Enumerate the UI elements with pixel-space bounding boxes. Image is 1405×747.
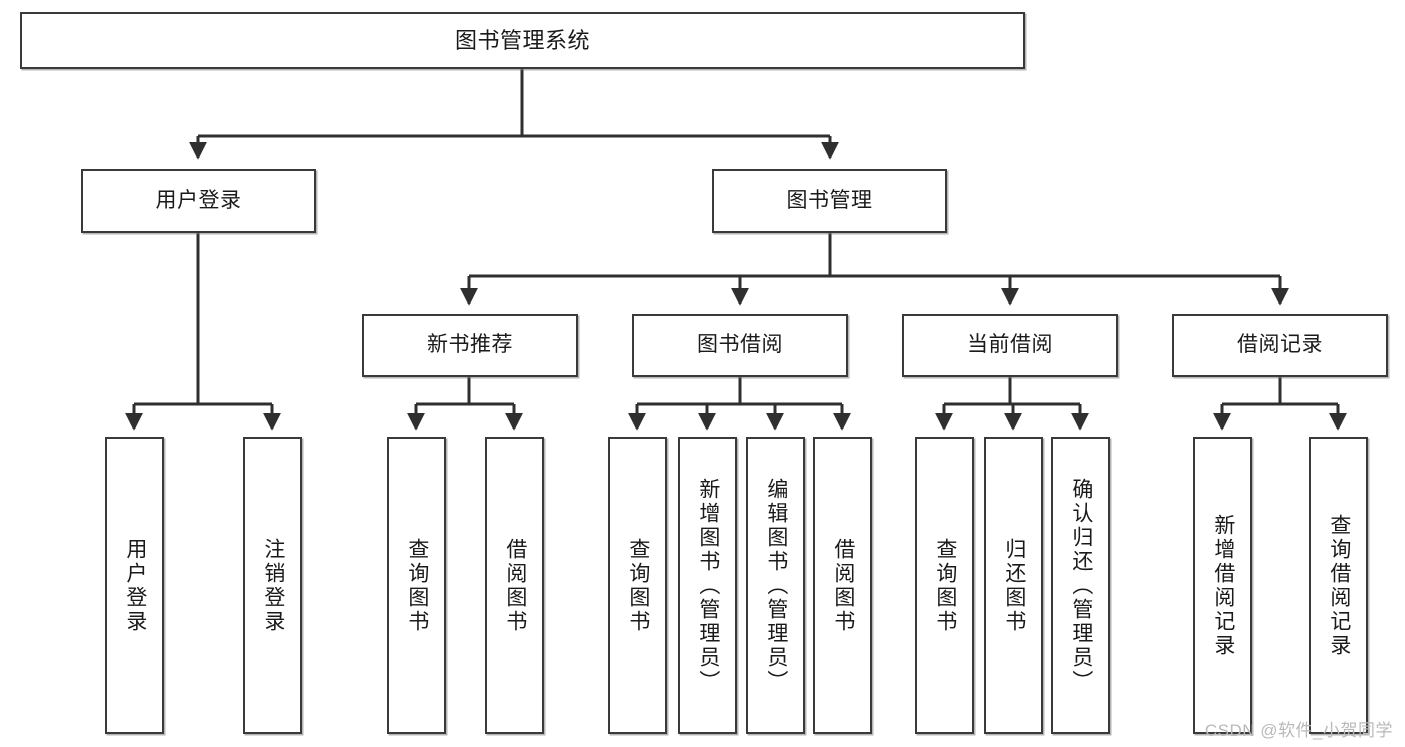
leaf-return-book[interactable]: 归还图书 <box>984 437 1043 734</box>
leaf-query-book-3[interactable]: 查询图书 <box>915 437 974 734</box>
leaf-edit-book[interactable]: 编辑图书（管理员） <box>746 437 805 734</box>
leaf-add-record[interactable]: 新增借阅记录 <box>1193 437 1252 734</box>
node-user-login[interactable]: 用户登录 <box>81 169 316 233</box>
node-label: 借阅图书 <box>503 537 527 634</box>
leaf-borrow-book-2[interactable]: 借阅图书 <box>813 437 872 734</box>
node-label: 注销登录 <box>261 537 285 634</box>
node-new-book-recommend[interactable]: 新书推荐 <box>362 314 578 377</box>
node-label: 借阅记录 <box>1237 333 1323 357</box>
node-borrow-record[interactable]: 借阅记录 <box>1172 314 1388 377</box>
node-label: 查询图书 <box>626 537 650 634</box>
node-label: 用户登录 <box>155 188 242 212</box>
leaf-add-book[interactable]: 新增图书（管理员） <box>678 437 737 734</box>
node-current-borrow[interactable]: 当前借阅 <box>902 314 1118 377</box>
node-root-book-management-system[interactable]: 图书管理系统 <box>20 12 1025 69</box>
node-label: 归还图书 <box>1002 537 1026 634</box>
csdn-watermark: CSDN @软件_小贺同学 <box>1204 721 1393 740</box>
node-label: 编辑图书（管理员） <box>764 477 788 694</box>
node-label: 用户登录 <box>123 537 147 634</box>
node-label: 新增借阅记录 <box>1211 513 1235 658</box>
node-label: 确认归还（管理员） <box>1069 477 1093 694</box>
node-label: 新增图书（管理员） <box>696 477 720 694</box>
node-label: 当前借阅 <box>967 333 1053 357</box>
node-label: 新书推荐 <box>427 333 513 357</box>
leaf-logout-login[interactable]: 注销登录 <box>243 437 302 734</box>
node-label: 图书借阅 <box>697 333 783 357</box>
node-label: 查询图书 <box>933 537 957 634</box>
node-book-management[interactable]: 图书管理 <box>712 169 947 233</box>
leaf-confirm-return[interactable]: 确认归还（管理员） <box>1051 437 1110 734</box>
leaf-user-login[interactable]: 用户登录 <box>105 437 164 734</box>
node-book-borrow[interactable]: 图书借阅 <box>632 314 848 377</box>
node-label: 图书管理系统 <box>454 27 590 53</box>
node-label: 查询借阅记录 <box>1327 513 1351 658</box>
node-label: 图书管理 <box>786 188 873 212</box>
leaf-query-record[interactable]: 查询借阅记录 <box>1309 437 1368 734</box>
leaf-query-book-1[interactable]: 查询图书 <box>387 437 446 734</box>
leaf-borrow-book-1[interactable]: 借阅图书 <box>485 437 544 734</box>
leaf-query-book-2[interactable]: 查询图书 <box>608 437 667 734</box>
node-label: 查询图书 <box>405 537 429 634</box>
node-label: 借阅图书 <box>831 537 855 634</box>
